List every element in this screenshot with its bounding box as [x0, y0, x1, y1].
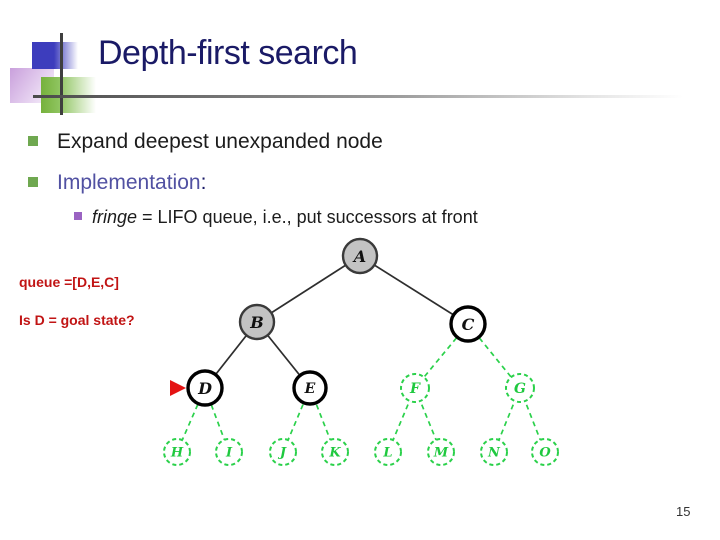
- tree-node-N: N: [480, 438, 508, 466]
- bullet-square-icon: [28, 177, 38, 187]
- tree-node-label-O: O: [539, 446, 551, 461]
- tree-node-J: J: [269, 438, 297, 466]
- tree-node-B: B: [238, 303, 276, 341]
- bullet-text-colon: :: [200, 171, 207, 194]
- tree-node-label-E: E: [304, 381, 316, 397]
- tree-node-label-A: A: [352, 247, 366, 266]
- decoration-vertical-line: [60, 33, 63, 115]
- tree-node-label-B: B: [249, 313, 264, 332]
- tree-node-label-I: I: [225, 446, 233, 461]
- fringe-term: fringe: [92, 207, 138, 227]
- tree-node-H: H: [163, 438, 191, 466]
- current-node-arrow-icon: [170, 380, 186, 396]
- tree-node-label-N: N: [487, 446, 501, 461]
- bullet-text: Implementation: [57, 171, 201, 194]
- bullet-implementation: Implementation:: [28, 170, 206, 196]
- tree-node-D: D: [186, 369, 224, 407]
- tree-node-I: I: [215, 438, 243, 466]
- tree-node-O: O: [531, 438, 559, 466]
- tree-node-M: M: [427, 438, 455, 466]
- tree-node-label-D: D: [197, 379, 212, 398]
- bullet-expand-deepest: Expand deepest unexpanded node: [28, 129, 383, 155]
- tree-node-A: A: [341, 237, 379, 275]
- tree-node-label-G: G: [514, 381, 526, 397]
- sub-bullet-square-icon: [74, 212, 82, 220]
- tree-node-L: L: [374, 438, 402, 466]
- tree-node-label-M: M: [433, 446, 449, 461]
- tree-node-K: K: [321, 438, 349, 466]
- tree-node-label-C: C: [462, 315, 475, 334]
- tree-node-G: G: [505, 373, 535, 403]
- tree-node-F: F: [400, 373, 430, 403]
- tree-node-C: C: [449, 305, 487, 343]
- decoration-horizontal-rule: [33, 95, 683, 98]
- tree-node-label-J: J: [277, 446, 287, 461]
- page-number: 15: [676, 504, 691, 519]
- goal-test-question: Is D = goal state?: [19, 312, 135, 328]
- tree-node-label-K: K: [328, 446, 341, 461]
- bullet-square-icon: [28, 136, 38, 146]
- tree-edge-A-B: [256, 255, 361, 323]
- tree-node-E: E: [292, 370, 328, 406]
- tree-node-label-L: L: [382, 446, 392, 461]
- tree-node-label-H: H: [170, 446, 184, 461]
- slide-title: Depth-first search: [98, 34, 358, 72]
- queue-state-label: queue =[D,E,C]: [19, 274, 119, 290]
- bullet-text: Expand deepest unexpanded node: [57, 130, 383, 153]
- tree-edge-A-C: [359, 255, 469, 325]
- decoration-blue-square: [32, 42, 78, 69]
- bullet-fringe-lifo: fringe = LIFO queue, i.e., put successor…: [74, 206, 478, 229]
- tree-node-label-F: F: [409, 381, 421, 397]
- fringe-definition: = LIFO queue, i.e., put successors at fr…: [137, 207, 478, 227]
